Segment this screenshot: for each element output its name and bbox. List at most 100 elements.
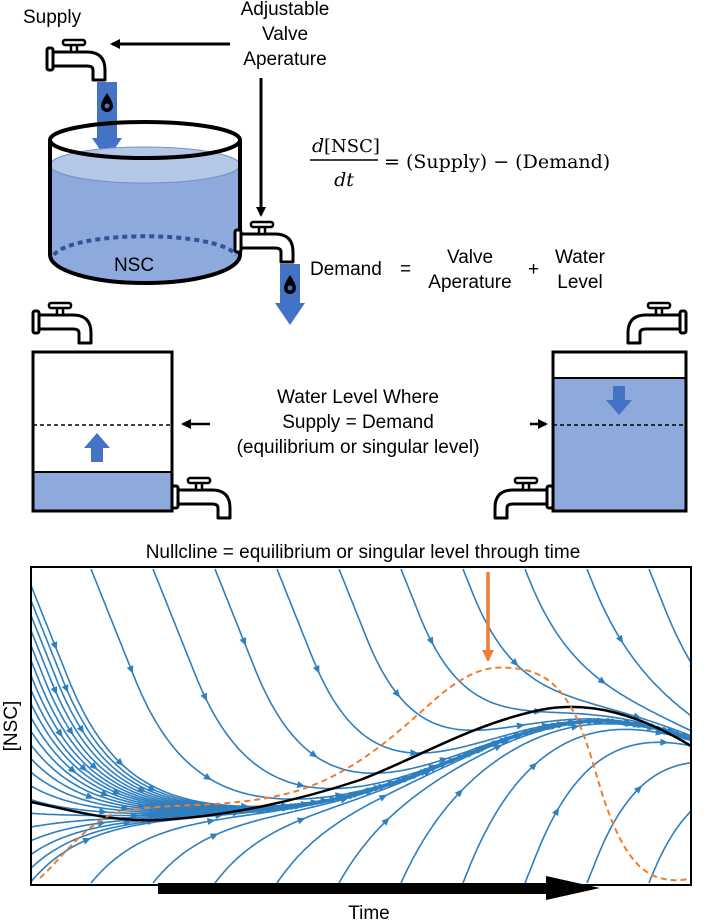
streamline-arrowhead <box>439 757 448 764</box>
streamline-arrowhead <box>501 738 511 745</box>
demand-term1-line1: Valve <box>447 247 493 268</box>
streamline-arrowhead <box>571 723 580 731</box>
differential-equation: d [NSC] dt = (Supply) − (Demand) <box>310 135 610 191</box>
streamline-arrowhead <box>493 744 503 752</box>
streamline-arrowhead <box>66 726 74 736</box>
streamline-arrowhead <box>85 792 95 799</box>
nsc-tank: NSC <box>48 120 242 285</box>
streamline-arrowhead <box>309 750 318 758</box>
demand-term1-line2: Aperature <box>428 272 511 293</box>
demand-term2-line2: Level <box>557 272 602 293</box>
supply-label: Supply <box>23 7 82 28</box>
water-drop-icon <box>101 93 113 112</box>
eq-rhs: = (Supply) − (Demand) <box>384 151 610 173</box>
streamline <box>31 688 691 811</box>
valve-label-line3: Aperature <box>243 49 326 70</box>
streamline-arrowhead <box>296 817 306 825</box>
streamline-arrowhead <box>339 796 349 804</box>
demand-eq-sign: = <box>400 259 411 280</box>
streamline <box>31 613 682 809</box>
streamline-arrowhead <box>55 728 63 738</box>
streamline-arrowhead <box>655 728 664 736</box>
streamline-arrowhead <box>378 794 388 802</box>
streamline-arrowhead <box>112 788 121 795</box>
y-axis-label: [NSC] <box>1 701 22 752</box>
streamline <box>586 568 691 717</box>
streamline-arrowhead <box>50 641 58 651</box>
streamline <box>648 568 691 665</box>
water-drop-icon <box>284 275 296 294</box>
streamline-arrowhead <box>76 724 85 734</box>
nullcline-curve <box>30 705 692 822</box>
mid-label-line1: Water Level Where <box>277 387 439 408</box>
demand-label: Demand <box>310 259 382 280</box>
streamline <box>152 568 691 790</box>
streamline <box>31 658 691 810</box>
streamline-arrowhead <box>120 804 130 812</box>
streamline-arrowhead <box>633 785 643 794</box>
streamline-arrowhead <box>200 692 208 702</box>
streamline-arrowhead <box>147 784 157 791</box>
streamline-arrowhead <box>137 785 147 792</box>
supply-faucet-icon <box>45 38 107 82</box>
streamline-arrowhead <box>552 807 560 817</box>
streamline <box>400 722 691 884</box>
mid-label-line3: (equilibrium or singular level) <box>237 437 480 458</box>
valve-label-line2: Valve <box>262 24 308 45</box>
time-arrow <box>158 876 600 900</box>
plot-frame <box>30 566 692 886</box>
streamline-arrowhead <box>115 757 124 766</box>
streamline-arrowhead <box>454 789 463 798</box>
streamline <box>400 568 691 739</box>
streamline <box>586 762 691 884</box>
eq-d: d <box>312 135 324 157</box>
demand-equation: Demand = Valve Aperature + Water Level <box>310 247 606 293</box>
streamline <box>524 568 691 732</box>
left-small-tank <box>31 301 232 520</box>
demand-water-stream <box>275 264 305 325</box>
streamline-arrowhead <box>510 658 519 667</box>
streamline <box>31 598 673 808</box>
streamline <box>338 721 691 884</box>
streamline-arrowhead <box>296 781 306 789</box>
streamline-arrowhead <box>82 838 92 845</box>
faucet-icon <box>170 476 232 520</box>
streamline-arrowhead <box>100 789 110 797</box>
streamline-arrowhead <box>209 833 219 840</box>
streamline-arrowhead <box>410 749 419 757</box>
up-arrow-icon <box>84 433 110 462</box>
right-small-tank <box>493 301 688 520</box>
streamline <box>462 568 691 737</box>
demand-term2-line1: Water <box>555 247 606 268</box>
streamline <box>31 583 663 808</box>
x-axis-label: Time <box>348 903 390 921</box>
eq-dt: dt <box>334 169 354 191</box>
down-arrow-icon <box>606 386 632 415</box>
dashed-trajectory <box>39 666 692 882</box>
mid-label-line2: Supply = Demand <box>282 412 434 433</box>
faucet-icon <box>626 301 688 345</box>
streamline <box>524 741 691 884</box>
streamline <box>31 673 691 810</box>
streamline-arrowhead <box>206 818 216 825</box>
valve-label-line1: Adjustable <box>241 0 330 20</box>
demand-faucet-icon <box>233 220 295 264</box>
streamline <box>648 809 691 884</box>
streamline-arrowhead <box>61 684 69 693</box>
streamline <box>214 720 691 884</box>
streamline-arrowhead <box>126 665 134 674</box>
streamline <box>214 568 691 774</box>
streamline-arrowhead <box>426 636 434 646</box>
eq-nsc: [NSC] <box>324 136 380 157</box>
streamline-arrowhead <box>312 664 320 674</box>
faucet-icon <box>31 301 93 345</box>
streamline-arrowhead <box>239 637 247 647</box>
streamline-arrowhead <box>99 808 108 816</box>
streamline-arrowhead <box>50 686 58 695</box>
streamline-arrowhead <box>79 763 88 772</box>
streamline <box>31 720 691 884</box>
plot-title: Nullcline = equilibrium or singular leve… <box>146 542 581 563</box>
streamline-arrowhead <box>529 762 538 771</box>
streamline-arrowhead <box>597 676 606 685</box>
